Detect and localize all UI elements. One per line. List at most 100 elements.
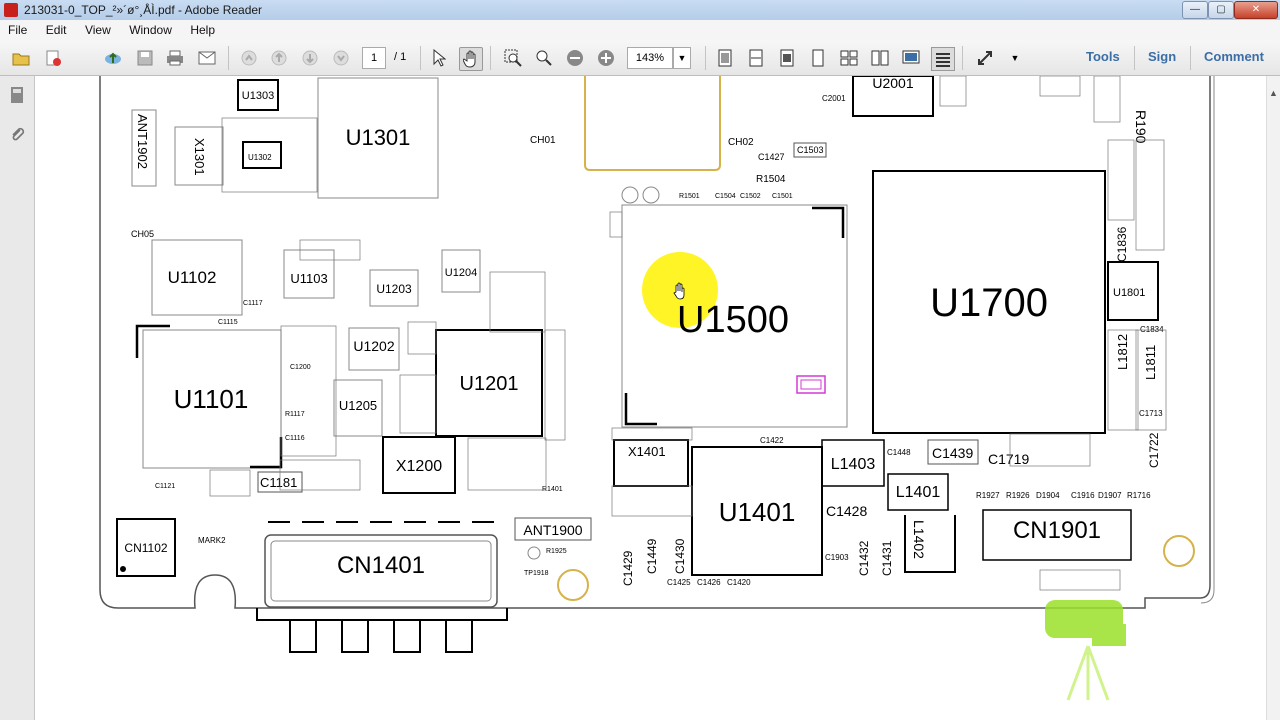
open-icon[interactable]: [10, 47, 32, 69]
c1504-label: C1504: [715, 193, 736, 200]
r1401-label: R1401: [542, 486, 563, 493]
hand-tool-icon[interactable]: [459, 47, 483, 71]
expand-icon[interactable]: [974, 47, 996, 69]
pages-panel-icon[interactable]: [9, 86, 25, 109]
fit-page-icon[interactable]: [714, 47, 736, 69]
c1449-label: C1449: [645, 538, 659, 574]
title-bar: 213031-0_TOP_²»´ø°¸ÅÌ.pdf - Adobe Reader…: [0, 0, 1280, 21]
c1836-label: C1836: [1115, 226, 1129, 262]
window-title: 213031-0_TOP_²»´ø°¸ÅÌ.pdf - Adobe Reader: [24, 3, 263, 17]
dynamic-zoom-icon[interactable]: [533, 47, 555, 69]
u1204-label: U1204: [445, 267, 477, 279]
l1812-label: L1812: [1115, 334, 1130, 370]
r1504-label: R1504: [756, 174, 786, 185]
u1102-label: U1102: [168, 268, 217, 287]
zoom-out-icon[interactable]: [564, 47, 586, 69]
magenta-marker: [796, 375, 826, 394]
u1301-label: U1301: [346, 125, 411, 150]
x1301-label: X1301: [192, 138, 207, 176]
c1426-label: C1426: [697, 578, 721, 587]
mark2-label: MARK2: [198, 536, 226, 545]
c1428-label: C1428: [826, 503, 867, 519]
previous-page-icon[interactable]: [268, 47, 290, 69]
c1420-label: C1420: [727, 578, 751, 587]
menu-help[interactable]: Help: [190, 23, 216, 37]
u1500-label: U1500: [677, 299, 789, 341]
cn1102-label: CN1102: [124, 541, 167, 555]
tp1918-label: TP1918: [524, 570, 549, 577]
r1927-label: R1927: [976, 491, 1000, 500]
cloud-upload-icon[interactable]: [102, 47, 124, 69]
marquee-zoom-icon[interactable]: [502, 47, 524, 69]
two-page-view-icon[interactable]: [869, 47, 891, 69]
create-pdf-icon[interactable]: [42, 47, 64, 69]
u1103-label: U1103: [290, 271, 327, 286]
close-button[interactable]: ✕: [1234, 1, 1278, 19]
r190-label: R190: [1133, 110, 1149, 144]
last-page-icon[interactable]: [330, 47, 352, 69]
zoom-in-icon[interactable]: [595, 47, 617, 69]
scrolling-page-icon[interactable]: [807, 47, 829, 69]
pcb-layout-drawing: U1500 R1501 C1504 C1502 C1501 CH01 CH02 …: [99, 76, 1215, 701]
c1121-label: C1121: [155, 483, 175, 490]
read-mode-icon[interactable]: [931, 47, 955, 71]
c1439-label: C1439: [932, 445, 973, 461]
c1430-label: C1430: [673, 538, 687, 574]
minimize-button[interactable]: —: [1182, 1, 1208, 19]
maximize-button[interactable]: ▢: [1208, 1, 1234, 19]
vertical-scrollbar[interactable]: ▲: [1266, 76, 1280, 720]
toolbar: 1 / 1 143% ▼ ▼ Tools Sign Comment: [0, 40, 1280, 76]
adobe-reader-icon: [4, 3, 18, 17]
u1205-label: U1205: [339, 398, 377, 413]
c1117-label: C1117: [243, 300, 263, 307]
zoom-dropdown-arrow-icon[interactable]: ▼: [673, 47, 691, 69]
c1834-label: C1834: [1140, 325, 1164, 334]
two-page-scroll-icon[interactable]: [838, 47, 860, 69]
menu-file[interactable]: File: [8, 23, 28, 37]
c1422-label: C1422: [760, 436, 784, 445]
ant1902-label: ANT1902: [135, 114, 150, 169]
print-icon[interactable]: [164, 47, 186, 69]
menu-edit[interactable]: Edit: [45, 23, 67, 37]
save-icon[interactable]: [134, 47, 156, 69]
r1926-label: R1926: [1006, 491, 1030, 500]
toolbar-options-arrow-icon[interactable]: ▼: [1010, 53, 1020, 63]
u1303-label: U1303: [242, 90, 274, 102]
menu-view[interactable]: View: [84, 23, 111, 37]
page-number-input[interactable]: 1: [362, 47, 386, 69]
u1203-label: U1203: [376, 282, 412, 296]
email-icon[interactable]: [196, 47, 218, 69]
sign-button[interactable]: Sign: [1148, 49, 1177, 64]
c1503-label: C1503: [797, 145, 824, 155]
c1916-label: C1916: [1071, 491, 1095, 500]
tools-button[interactable]: Tools: [1086, 49, 1120, 64]
next-page-icon[interactable]: [299, 47, 321, 69]
c1448-label: C1448: [887, 448, 911, 457]
u1201-label: U1201: [460, 373, 519, 395]
full-screen-icon[interactable]: [900, 47, 922, 69]
r1716-label: R1716: [1127, 491, 1151, 500]
first-page-icon[interactable]: [238, 47, 260, 69]
attachments-paperclip-icon[interactable]: [9, 126, 25, 149]
r1501-label: R1501: [679, 193, 700, 200]
fit-width-icon[interactable]: [745, 47, 767, 69]
c1115-label: C1115: [218, 319, 238, 326]
cn1901-label: CN1901: [1013, 517, 1101, 544]
c1502-label: C1502: [740, 193, 761, 200]
u1801-label: U1801: [1113, 287, 1145, 299]
comment-button[interactable]: Comment: [1204, 49, 1264, 64]
zoom-level-input[interactable]: 143%: [627, 47, 673, 69]
menu-window[interactable]: Window: [129, 23, 172, 37]
document-canvas[interactable]: U1500 R1501 C1504 C1502 C1501 CH01 CH02 …: [35, 76, 1266, 720]
u1202-label: U1202: [353, 338, 394, 354]
c1200-label: C1200: [290, 364, 311, 371]
l1811-label: L1811: [1143, 345, 1158, 380]
single-page-icon[interactable]: [776, 47, 798, 69]
page-total: / 1: [394, 51, 407, 63]
c1181-label: C1181: [260, 475, 297, 490]
c1116-label: C1116: [285, 435, 305, 442]
select-cursor-icon[interactable]: [428, 47, 450, 69]
c1722-label: C1722: [1147, 432, 1161, 468]
scroll-up-arrow-icon[interactable]: ▲: [1269, 88, 1278, 98]
d1904-label: D1904: [1036, 491, 1060, 500]
